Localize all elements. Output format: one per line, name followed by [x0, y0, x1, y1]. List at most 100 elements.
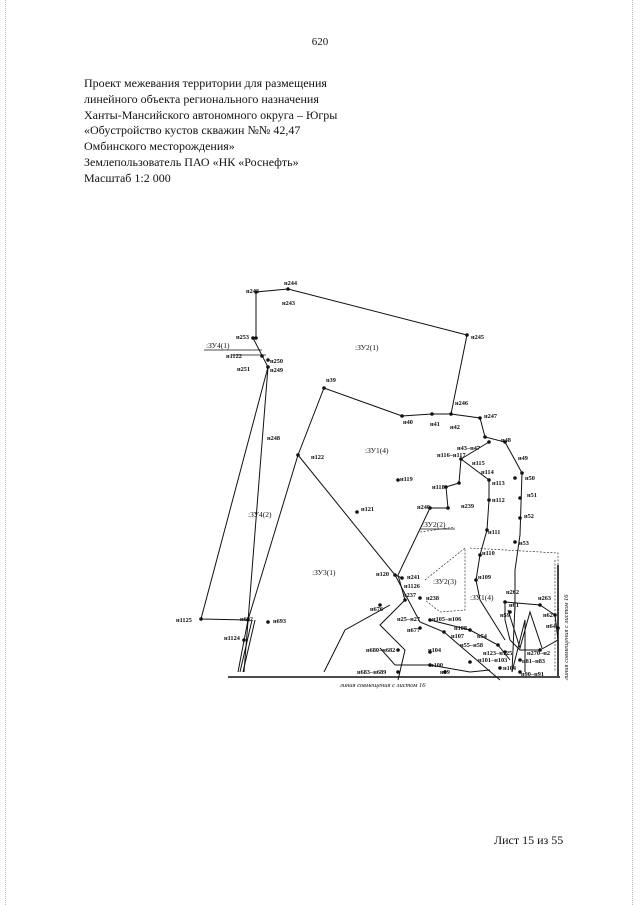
vertex-dot — [496, 643, 500, 647]
parcel-label-zu1-4: :ЗУ1(4) — [365, 446, 389, 455]
point-label: н121 — [361, 506, 374, 513]
vertex-dot — [508, 610, 512, 614]
point-label: н249 — [270, 367, 283, 374]
point-label: н122 — [311, 454, 324, 461]
header-line: Масштаб 1:2 000 — [84, 170, 171, 185]
point-label: н64 — [546, 623, 557, 630]
vertex-dot — [520, 471, 524, 475]
boundary-double-line — [239, 619, 253, 673]
point-label: н118 — [432, 484, 445, 491]
point-label: н120 — [376, 571, 389, 578]
vertex-dot — [430, 412, 434, 416]
vertex-dot — [396, 478, 400, 482]
parcel-label-zu4-1: :ЗУ4(1) — [206, 341, 230, 350]
point-label: н61 — [509, 602, 519, 609]
vertex-dot — [254, 290, 258, 294]
point-label: н240 — [417, 504, 430, 511]
point-labels: н244 н242 н243 н245 н253 н1122 н250 н251… — [176, 280, 557, 678]
header-line: Омбинского месторождения» — [84, 139, 235, 154]
boundary-inner-left-1 — [323, 604, 391, 673]
dashed-zu2-2 — [419, 526, 456, 533]
point-label: н237 — [403, 592, 416, 599]
point-label: н112 — [492, 497, 505, 504]
point-label: н245 — [471, 334, 484, 341]
point-label: н692 — [240, 616, 253, 623]
point-label: н241 — [407, 574, 420, 581]
point-label: н99 — [440, 669, 450, 676]
match-line-bottom-label: линия совмещения с листом 16 — [339, 682, 426, 689]
boundary-zu2-1 — [237, 288, 468, 673]
vertex-dot — [296, 453, 300, 457]
point-label: н680–н682 — [366, 647, 395, 654]
point-label: н111 — [488, 529, 500, 536]
vertex-dot — [518, 496, 522, 500]
point-label: н116–н117 — [437, 452, 466, 459]
point-label: н109 — [478, 574, 491, 581]
vertex-dot — [418, 626, 422, 630]
vertex-dot — [513, 476, 517, 480]
vertex-dot — [260, 354, 264, 358]
vertex-dot — [487, 440, 491, 444]
parcel-label-zu2-1: :ЗУ2(1) — [355, 343, 379, 352]
parcel-label-zu4-2: :ЗУ4(2) — [248, 510, 272, 519]
point-label: н101–н103 — [478, 657, 507, 664]
left-margin-dotted-line — [5, 0, 6, 905]
vertex-dot — [503, 650, 507, 654]
vertex-dot — [468, 660, 472, 664]
point-label: н115 — [472, 460, 485, 467]
header-line: Землепользователь ПАО «НК «Роснефть» — [84, 154, 299, 169]
vertex-dot — [403, 598, 407, 602]
point-label: н25–н27 — [397, 616, 420, 623]
vertex-dot — [251, 336, 255, 340]
point-label: н693 — [273, 618, 286, 625]
point-label: н248 — [267, 435, 280, 442]
dashed-zu2-3 — [424, 547, 466, 613]
point-label: н1124 — [224, 635, 241, 642]
vertex-dot — [503, 600, 507, 604]
vertex-dot — [465, 333, 469, 337]
point-label: н113 — [492, 480, 505, 487]
point-label: н51 — [527, 492, 537, 499]
vertex-dot — [428, 650, 432, 654]
point-label: н246 — [455, 400, 468, 407]
point-label: н52 — [524, 513, 534, 520]
vertex-dot — [538, 648, 542, 652]
point-label: н53 — [519, 540, 529, 547]
point-label: н238 — [426, 595, 439, 602]
point-label: н253 — [236, 334, 249, 341]
point-label: н683–н689 — [357, 669, 386, 676]
vertex-dot — [556, 626, 560, 630]
header-line: линейного объекта регионального назначен… — [84, 91, 319, 106]
point-label: н107 — [451, 633, 464, 640]
point-label: н677 — [407, 627, 420, 634]
sheet-number: Лист 15 из 55 — [494, 833, 564, 847]
vertex-dot — [254, 336, 258, 340]
point-label: н55–н58 — [460, 642, 483, 649]
parcel-label-zu2-3: :ЗУ2(3) — [433, 577, 457, 586]
point-label: н104 — [503, 665, 517, 672]
boundary-676-680 — [379, 599, 406, 681]
vertex-dot — [487, 478, 491, 482]
vertex-dot — [418, 596, 422, 600]
vertex-dot — [266, 620, 270, 624]
vertex-dot — [396, 670, 400, 674]
point-label: н62 — [543, 612, 553, 619]
vertex-dot — [487, 498, 491, 502]
vertex-dot — [322, 386, 326, 390]
vertex-dot — [538, 603, 542, 607]
vertex-dot — [242, 638, 246, 642]
point-label: н110 — [482, 550, 495, 557]
point-label: н105–н106 — [432, 616, 461, 623]
vertex-dot — [442, 630, 446, 634]
vertex-dot — [468, 628, 472, 632]
point-label: н251 — [237, 366, 250, 373]
point-label: н42 — [450, 424, 460, 431]
vertex-dots — [199, 287, 560, 674]
boundary-117-112 — [460, 458, 506, 641]
point-label: н108 — [454, 625, 467, 632]
vertex-dot — [400, 414, 404, 418]
point-label: н676 — [370, 606, 383, 613]
point-label: н1122 — [226, 353, 242, 360]
vertex-dot — [498, 666, 502, 670]
